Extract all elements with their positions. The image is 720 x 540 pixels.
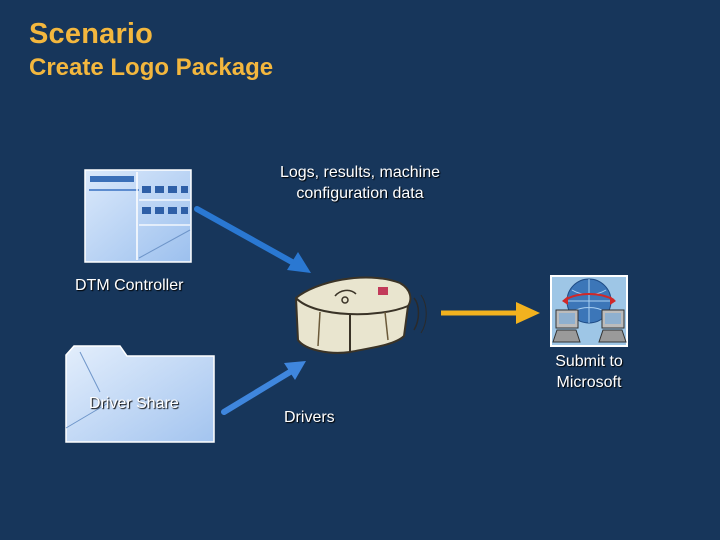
submit-globe-computers-icon [550, 275, 628, 347]
logs-label-line2: configuration data [296, 185, 424, 202]
submit-label: Submit to Microsoft [547, 351, 631, 393]
slide-title: Scenario [29, 18, 154, 50]
submit-arrow [441, 302, 540, 324]
slide-subtitle: Create Logo Package [29, 54, 274, 81]
controller-window-icon [84, 169, 192, 263]
dtm-controller-label: DTM Controller [75, 277, 184, 294]
logs-label: Logs, results, machine configuration dat… [262, 162, 458, 204]
logs-label-line1: Logs, results, machine [279, 164, 441, 181]
logs-arrow [194, 206, 311, 273]
logo-package-box-icon [294, 276, 427, 354]
submit-label-line2: Microsoft [556, 374, 622, 391]
driver-share-folder-icon [65, 345, 215, 443]
submit-label-line1: Submit to [555, 353, 623, 370]
drivers-label: Drivers [284, 409, 335, 426]
drivers-arrow [221, 361, 306, 415]
driver-share-label: Driver Share [89, 395, 179, 412]
